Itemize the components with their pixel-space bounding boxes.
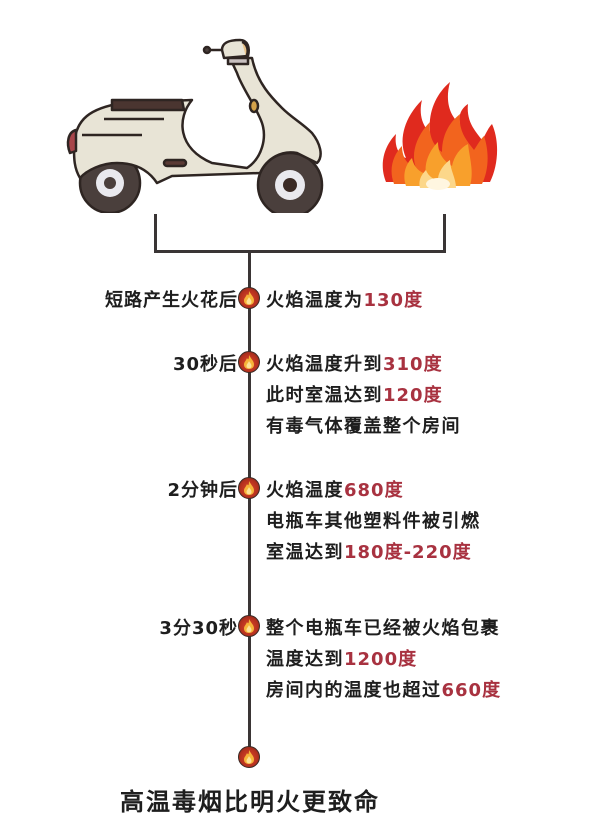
- timeline-time-label: 短路产生火花后: [105, 290, 238, 311]
- desc-text: 火焰温度为: [266, 290, 364, 311]
- temperature-value: 120度: [383, 385, 443, 406]
- timeline-desc-line: 火焰温度升到310度: [266, 350, 443, 376]
- temperature-value: 130度: [363, 290, 424, 311]
- timeline-desc-line: 温度达到1200度: [266, 645, 417, 671]
- temperature-value: 180度-220度: [344, 542, 472, 563]
- timeline-time-label: 30秒后: [172, 354, 238, 375]
- flame-node-icon: [238, 351, 260, 373]
- desc-text: 整个电瓶车已经被火焰包裹: [266, 618, 500, 639]
- desc-text: 房间内的温度也超过: [266, 680, 442, 701]
- scooter-illustration: [66, 38, 324, 213]
- bracket-horizontal: [154, 250, 446, 253]
- conclusion-title: 高温毒烟比明火更致命: [120, 788, 380, 816]
- desc-text: 火焰温度升到: [266, 354, 383, 375]
- desc-text: 有毒气体覆盖整个房间: [266, 416, 461, 437]
- timeline-time-label: 2分钟后: [167, 480, 238, 501]
- timeline-desc-line: 房间内的温度也超过660度: [266, 676, 501, 702]
- flame-node-icon: [238, 746, 260, 768]
- flame-node-icon: [238, 477, 260, 499]
- timeline-desc-line: 此时室温达到120度: [266, 381, 443, 407]
- timeline-line: [248, 250, 251, 750]
- bracket-left-vertical: [154, 214, 157, 253]
- desc-text: 温度达到: [266, 649, 344, 670]
- temperature-value: 310度: [383, 354, 443, 375]
- fire-illustration: [382, 82, 498, 190]
- timeline-desc-line: 电瓶车其他塑料件被引燃: [266, 507, 481, 533]
- desc-text: 火焰温度: [266, 480, 344, 501]
- desc-text: 此时室温达到: [266, 385, 383, 406]
- desc-text: 电瓶车其他塑料件被引燃: [266, 511, 481, 532]
- temperature-value: 660度: [441, 680, 502, 701]
- timeline-desc-line: 火焰温度为130度: [266, 286, 423, 312]
- desc-text: 室温达到: [266, 542, 344, 563]
- flame-node-icon: [238, 287, 260, 309]
- temperature-value: 680度: [344, 480, 404, 501]
- timeline-desc-line: 火焰温度680度: [266, 476, 404, 502]
- timeline-desc-line: 有毒气体覆盖整个房间: [266, 412, 461, 438]
- temperature-value: 1200度: [344, 649, 418, 670]
- timeline-desc-line: 整个电瓶车已经被火焰包裹: [266, 614, 500, 640]
- flame-node-icon: [238, 615, 260, 637]
- timeline-desc-line: 室温达到180度-220度: [266, 538, 472, 564]
- timeline-time-label: 3分30秒: [159, 618, 238, 639]
- bracket-right-vertical: [443, 214, 446, 253]
